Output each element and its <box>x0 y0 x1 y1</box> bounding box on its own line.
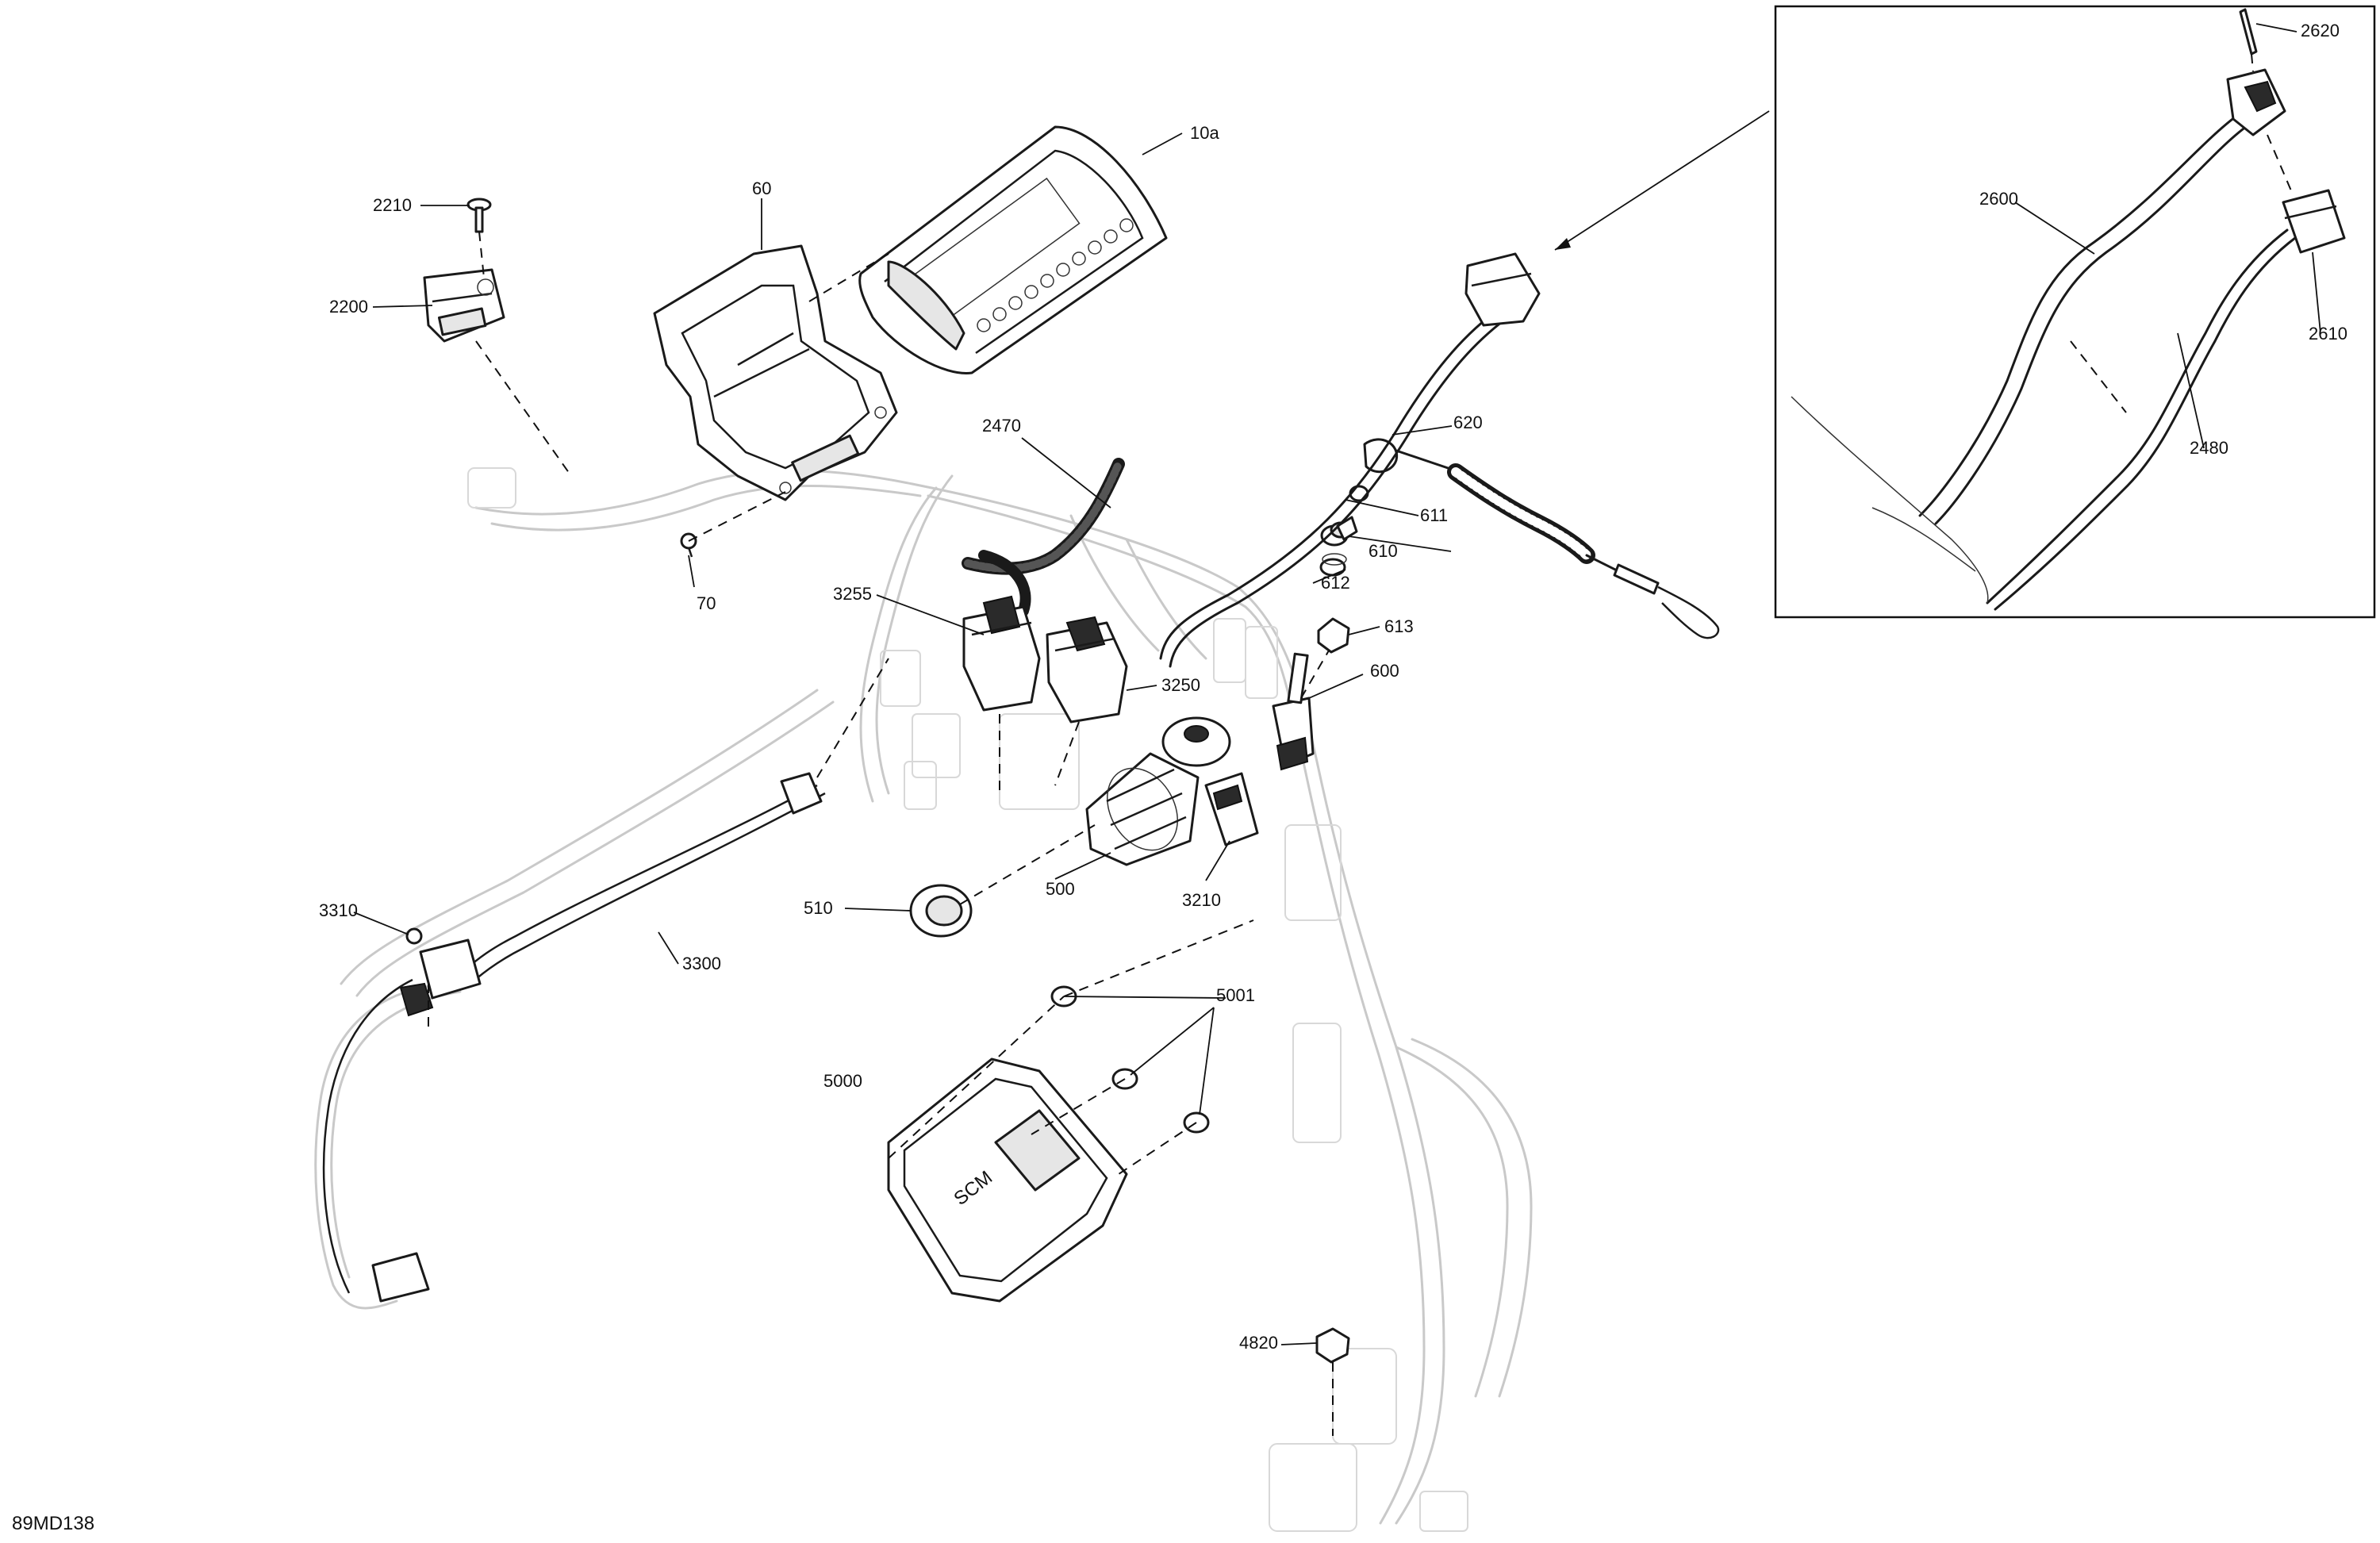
callout-611: 611 <box>1420 505 1448 525</box>
sensor-600 <box>1272 652 1315 771</box>
grommets-5001 <box>1050 985 1210 1134</box>
callout-2470: 2470 <box>982 416 1021 436</box>
gauge-bracket <box>653 244 898 501</box>
callout-2480: 2480 <box>2190 438 2228 458</box>
callout-3210: 3210 <box>1182 890 1221 910</box>
harness-3300 <box>322 772 826 1303</box>
cable-2480-installed <box>1159 252 1541 668</box>
main-harness-ghost <box>314 467 1533 1532</box>
callout-10a: 10a <box>1190 123 1219 143</box>
bellows-2470 <box>962 458 1125 616</box>
callout-5001: 5001 <box>1216 985 1255 1005</box>
callout-2620: 2620 <box>2301 21 2340 40</box>
callout-3250: 3250 <box>1161 675 1200 695</box>
callout-3310: 3310 <box>319 900 358 920</box>
callout-620: 620 <box>1453 413 1483 432</box>
callout-2600: 2600 <box>1979 189 2018 209</box>
detail-inset <box>1774 5 2376 619</box>
callout-5000: 5000 <box>823 1071 862 1091</box>
digital-gauge <box>858 125 1168 374</box>
callout-610: 610 <box>1368 541 1398 561</box>
callout-510: 510 <box>804 898 833 918</box>
ignition-switch-500 <box>1085 716 1231 866</box>
assembly-lines <box>428 231 1334 1436</box>
switch-3255 <box>962 595 1041 712</box>
figure-code: 89MD138 <box>12 1513 94 1534</box>
callout-600: 600 <box>1370 661 1399 681</box>
tether-cord-620 <box>1363 438 1720 639</box>
callout-2200: 2200 <box>329 297 368 317</box>
screw-70 <box>680 532 697 558</box>
callout-60: 60 <box>752 178 771 198</box>
callout-labels: 10a 60 70 2200 2210 2470 3255 3250 3210 … <box>319 21 2347 1353</box>
nut-4820 <box>1315 1327 1350 1364</box>
callout-612: 612 <box>1321 573 1350 593</box>
callout-613: 613 <box>1384 616 1414 636</box>
leader-lines <box>353 23 2321 1345</box>
screw-2210 <box>466 198 492 233</box>
connector-3210 <box>1204 772 1259 846</box>
switch-3250 <box>1046 616 1128 724</box>
switch-2200 <box>423 268 505 343</box>
hardware-stack <box>1317 485 1369 654</box>
scm-module-5000: SCM <box>887 1057 1128 1303</box>
callout-4820: 4820 <box>1239 1333 1278 1353</box>
callout-2610: 2610 <box>2309 324 2347 344</box>
callout-2210: 2210 <box>373 195 412 215</box>
callout-3300: 3300 <box>682 954 721 973</box>
callout-70: 70 <box>697 593 716 613</box>
gauge-buttons <box>977 218 1134 332</box>
callout-3255: 3255 <box>833 584 872 604</box>
nut-510 <box>909 884 973 938</box>
callout-500: 500 <box>1046 879 1075 899</box>
